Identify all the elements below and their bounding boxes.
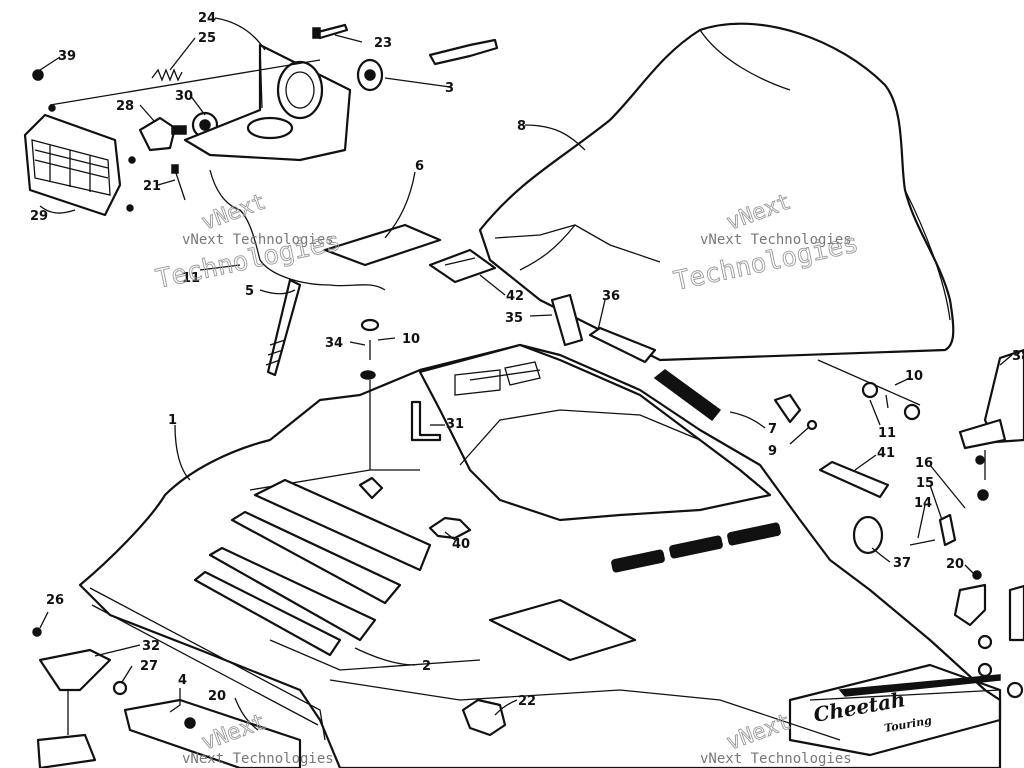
- hardware: [32, 318, 1024, 768]
- decal-line2: Touring: [883, 714, 933, 735]
- callout-21: 21: [143, 179, 161, 194]
- callout-25: 25: [198, 31, 216, 46]
- callout-15: 15: [916, 476, 934, 491]
- callout-9: 9: [768, 444, 777, 459]
- callout-8: 8: [517, 119, 526, 134]
- callout-7: 7: [768, 422, 777, 437]
- callout-labels: 1 2 3 4 5 6 7 8 9 10 10 11 11 14 15 16 2…: [30, 11, 1024, 709]
- callout-20-right: 20: [946, 557, 964, 572]
- callout-31: 31: [446, 417, 464, 432]
- decal-pads: [323, 223, 890, 737]
- callout-22: 22: [518, 694, 536, 709]
- callout-41: 41: [877, 446, 895, 461]
- watermark-brand-4: vNext: [724, 709, 795, 755]
- callout-10-left: 10: [402, 332, 420, 347]
- watermark-company-1: vNext Technologies: [182, 232, 334, 248]
- watermark-brand-2: vNext: [724, 189, 795, 235]
- callout-10-right: 10: [905, 369, 923, 384]
- callout-11-left: 11: [182, 271, 200, 286]
- callout-32: 32: [142, 639, 160, 654]
- callout-23: 23: [374, 36, 392, 51]
- callout-20-left: 20: [208, 689, 226, 704]
- callout-28: 28: [116, 99, 134, 114]
- callout-16: 16: [915, 456, 933, 471]
- callout-3: 3: [445, 81, 454, 96]
- callout-24: 24: [198, 11, 216, 26]
- callout-30: 30: [175, 89, 193, 104]
- watermark-company-2: vNext Technologies: [700, 232, 852, 248]
- callout-1: 1: [168, 413, 177, 428]
- callout-14: 14: [914, 496, 932, 511]
- callout-42: 42: [506, 289, 524, 304]
- callout-27: 27: [140, 659, 158, 674]
- callout-39: 39: [58, 49, 76, 64]
- callout-34: 34: [325, 336, 343, 351]
- callout-4: 4: [178, 673, 187, 688]
- headlight-assembly: [23, 23, 499, 377]
- callout-38: 38: [1012, 349, 1024, 364]
- watermark-brand-1: vNext: [199, 189, 270, 235]
- callout-5: 5: [245, 284, 254, 299]
- callout-29: 29: [30, 209, 48, 224]
- leader-lines: [39, 17, 1013, 731]
- watermark-company-4: vNext Technologies: [700, 751, 852, 767]
- hood: Cheetah Touring: [78, 343, 1002, 768]
- callout-2: 2: [422, 659, 431, 674]
- callout-40: 40: [452, 537, 470, 552]
- callout-6: 6: [415, 159, 424, 174]
- callout-26: 26: [46, 593, 64, 608]
- callout-36: 36: [602, 289, 620, 304]
- callout-35: 35: [505, 311, 523, 326]
- windshield: [478, 22, 955, 362]
- callout-11-right: 11: [878, 426, 896, 441]
- callout-37: 37: [893, 556, 911, 571]
- watermark-company-3: vNext Technologies: [182, 751, 334, 767]
